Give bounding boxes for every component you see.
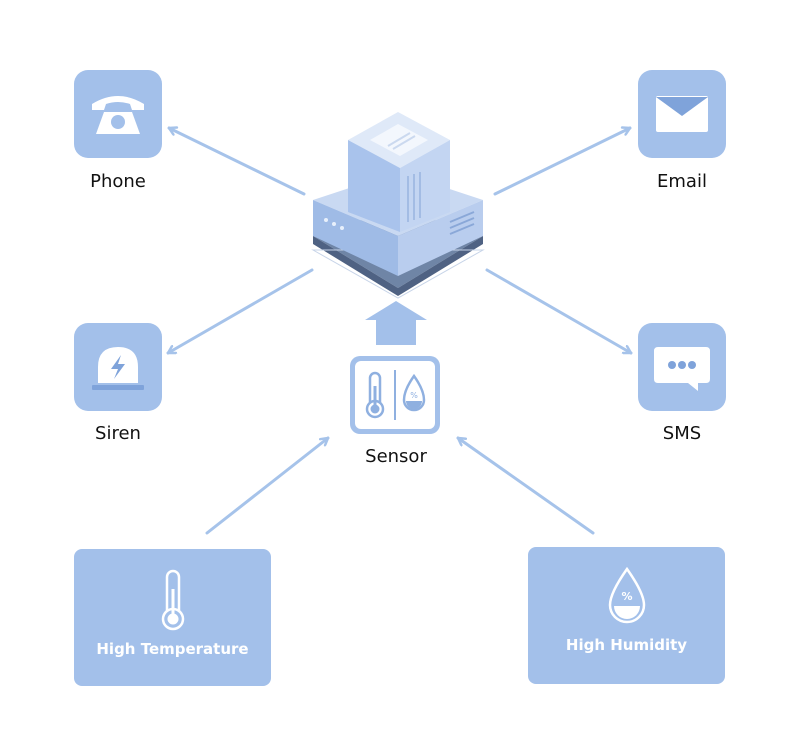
arrow-temperature-to-sensor bbox=[205, 436, 330, 535]
arrow-to-email bbox=[493, 128, 632, 196]
phone-tile bbox=[74, 70, 162, 158]
phone-label: Phone bbox=[90, 171, 146, 192]
arrow-to-sms bbox=[485, 268, 633, 355]
high-temperature-tile: High Temperature bbox=[74, 549, 271, 686]
arrow-humidity-to-sensor bbox=[456, 436, 595, 535]
sensor-label: Sensor bbox=[365, 446, 427, 467]
sensor-tile: % bbox=[350, 356, 440, 434]
arrow-sensor-to-server bbox=[365, 301, 427, 345]
arrow-to-siren bbox=[166, 268, 314, 355]
sms-tile bbox=[638, 323, 726, 411]
svg-text:%: % bbox=[410, 391, 418, 400]
high-temperature-label: High Temperature bbox=[96, 640, 249, 658]
humidity-drop-icon: % bbox=[608, 566, 646, 624]
high-humidity-label: High Humidity bbox=[565, 636, 688, 654]
thermometer-humidity-icon: % bbox=[365, 370, 426, 420]
telephone-icon bbox=[92, 96, 144, 134]
email-label: Email bbox=[657, 171, 707, 192]
siren-tile bbox=[74, 323, 162, 411]
email-tile bbox=[638, 70, 726, 158]
arrow-to-phone bbox=[167, 128, 306, 196]
chat-bubble-icon bbox=[654, 347, 710, 391]
sms-label: SMS bbox=[662, 423, 702, 444]
thermometer-icon bbox=[161, 569, 185, 631]
siren-label: Siren bbox=[95, 423, 141, 444]
svg-text:%: % bbox=[621, 590, 632, 603]
siren-icon bbox=[92, 347, 144, 390]
high-humidity-tile: % High Humidity bbox=[528, 547, 725, 684]
envelope-icon bbox=[656, 96, 708, 132]
